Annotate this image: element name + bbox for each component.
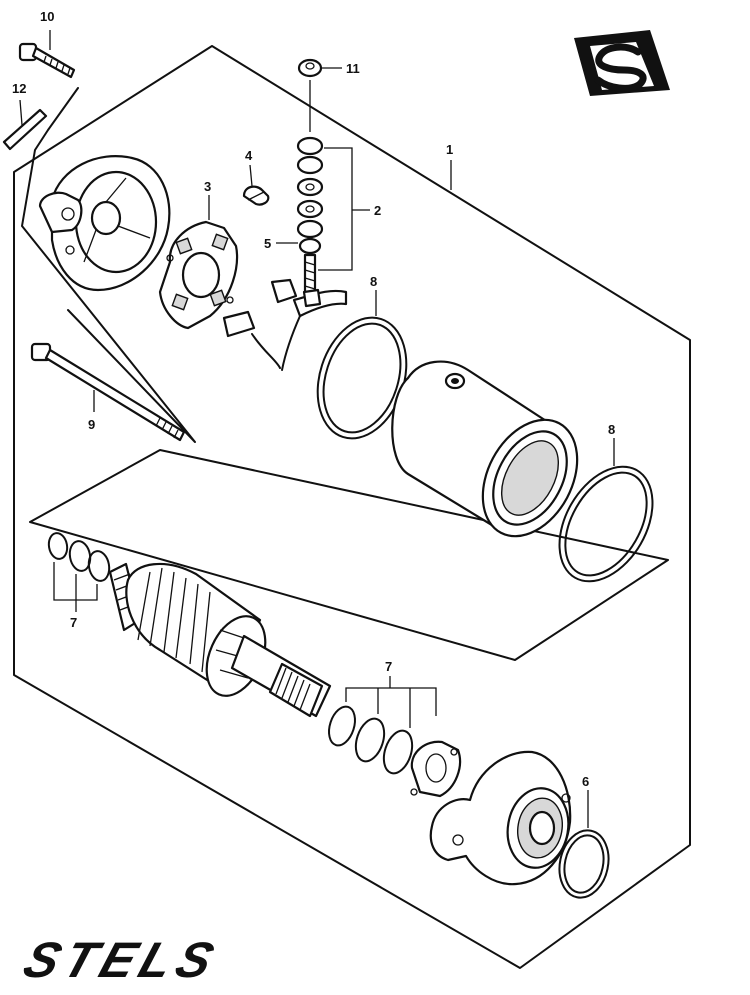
- armature-part: [108, 562, 332, 718]
- brush-holder-plate-part: [158, 220, 239, 330]
- lock-plate-part: [410, 740, 462, 798]
- callout-9: 9: [88, 417, 95, 432]
- brush-spring-part: [242, 185, 270, 206]
- callout-1: 1: [446, 142, 453, 157]
- bolt-part: [18, 42, 76, 79]
- washer-stack-part: [296, 136, 324, 302]
- callout-5: 5: [264, 236, 271, 251]
- yoke-housing-part: [391, 360, 579, 538]
- callout-8-upper: 8: [370, 274, 377, 289]
- callout-8-lower: 8: [608, 422, 615, 437]
- callout-12: 12: [12, 81, 26, 96]
- inner-group-frame: [29, 449, 669, 661]
- stels-wordmark-logo: STELS: [17, 932, 226, 988]
- assembly-frame: [13, 45, 691, 969]
- washer-set-right-part: [328, 705, 414, 775]
- through-bolt-part: [30, 342, 186, 442]
- rear-cover-leader-frame: [21, 87, 196, 443]
- callout-11: 11: [346, 61, 360, 76]
- o-ring-front-part: [558, 829, 610, 899]
- callout-10: 10: [40, 9, 54, 24]
- front-housing-part: [429, 750, 572, 886]
- callout-6: 6: [582, 774, 589, 789]
- callout-7-right: 7: [385, 659, 392, 674]
- brush-terminal-part: [222, 278, 348, 371]
- nut-part: [297, 58, 323, 78]
- rear-end-cover-part: [38, 155, 171, 292]
- callout-4: 4: [245, 148, 253, 163]
- pin-part: [2, 108, 48, 151]
- callout-2: 2: [374, 203, 381, 218]
- callout-3: 3: [204, 179, 211, 194]
- callout-7-left: 7: [70, 615, 77, 630]
- suzuki-s-logo-icon: [574, 30, 670, 96]
- o-ring-rear-part: [558, 465, 654, 583]
- washer-set-left-part: [47, 532, 111, 582]
